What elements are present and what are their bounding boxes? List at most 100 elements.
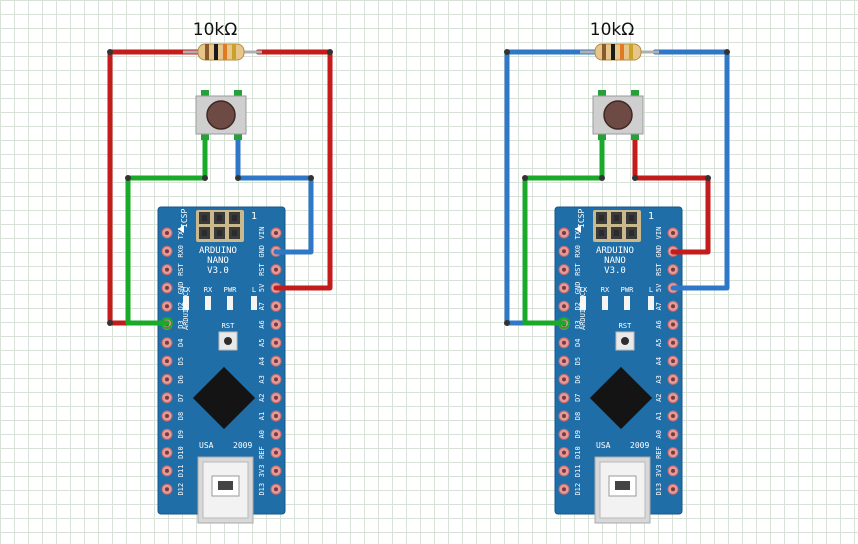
pin-label-right: REF xyxy=(655,446,663,459)
pin-label-left: D3 xyxy=(574,320,582,328)
d3-connection xyxy=(558,317,570,329)
wire-bend xyxy=(308,175,314,181)
icsp-label: ICSP xyxy=(577,209,586,228)
pin-label-left: D11 xyxy=(177,465,185,478)
icsp-pin-hole xyxy=(217,215,222,221)
pin-label-right: VIN xyxy=(258,227,266,240)
pin-label-left: D11 xyxy=(574,465,582,478)
pin-hole xyxy=(274,304,278,309)
pin-label-left: GND xyxy=(177,282,185,295)
pin-label-right: A2 xyxy=(258,393,266,401)
led-label: PWR xyxy=(224,286,237,294)
pin-label-right: A1 xyxy=(258,412,266,420)
resistor-label: 10kΩ xyxy=(590,20,634,40)
board-version: V3.0 xyxy=(207,266,229,276)
reset-button-cap xyxy=(224,337,232,345)
led-pwr xyxy=(624,296,630,310)
pin-label-left: D10 xyxy=(574,446,582,459)
pin-label-left: D5 xyxy=(177,357,185,365)
pin-hole xyxy=(671,322,675,327)
pin-hole xyxy=(562,285,566,290)
pin-hole xyxy=(671,340,675,345)
wire-bend xyxy=(504,49,510,55)
wire-bend xyxy=(125,175,131,181)
led-tx xyxy=(183,296,189,310)
pin-hole xyxy=(562,249,566,254)
pin-label-right: RST xyxy=(655,262,663,275)
icsp-pin-hole xyxy=(629,230,634,236)
pin-hole xyxy=(165,267,169,272)
resistor: 10kΩ xyxy=(580,20,659,61)
pin-hole xyxy=(671,304,675,309)
pin-label-left: D12 xyxy=(574,483,582,496)
pin-label-right: A5 xyxy=(655,339,663,347)
icsp-pin-hole xyxy=(599,230,604,236)
pin-hole xyxy=(165,377,169,382)
pin-hole xyxy=(562,450,566,455)
icsp-pin-hole xyxy=(629,215,634,221)
pin-label-right: 5V xyxy=(258,283,266,292)
pin-hole xyxy=(274,468,278,473)
wire-bend xyxy=(202,175,208,181)
resistor: 10kΩ xyxy=(183,20,262,61)
led-label: RX xyxy=(601,286,610,294)
pin-label-left: RX0 xyxy=(574,245,582,258)
pin-hole xyxy=(165,414,169,418)
wire-resistor-to-5v xyxy=(255,49,333,291)
pin-hole xyxy=(562,377,566,382)
wire-bend xyxy=(724,49,730,55)
pin-hole xyxy=(671,231,675,235)
pin-hole xyxy=(165,487,169,492)
icsp-pin1-label: 1 xyxy=(251,211,257,222)
led-label: L xyxy=(252,286,256,294)
pin-label-left: D5 xyxy=(574,357,582,365)
pin-label-left: D8 xyxy=(177,412,185,420)
pin-label-right: A4 xyxy=(655,357,663,365)
wire-bend xyxy=(107,320,113,326)
reset-label: RST xyxy=(222,322,235,330)
usb-tongue xyxy=(218,481,233,490)
pin-hole xyxy=(165,340,169,345)
icsp-marker xyxy=(178,225,184,233)
pin-hole xyxy=(562,267,566,272)
pin-hole xyxy=(562,432,566,437)
wire-resistor-to-5v xyxy=(652,49,730,291)
pin-label-right: GND xyxy=(655,245,663,258)
pin-hole xyxy=(671,432,675,437)
pin-label-left: D4 xyxy=(574,339,582,347)
board-brand: ARDUINO.CC xyxy=(579,288,587,330)
pin-label-left: D2 xyxy=(177,302,185,310)
resistor-band xyxy=(214,44,218,60)
pin-hole xyxy=(274,322,278,327)
pin-label-left: D2 xyxy=(574,302,582,310)
led-label: RX xyxy=(204,286,213,294)
pin-label-left: D9 xyxy=(574,430,582,438)
pin-label-left: RST xyxy=(177,262,185,275)
led-label: PWR xyxy=(621,286,634,294)
board-name-line1: ARDUINO xyxy=(596,246,634,256)
icsp-pin-hole xyxy=(232,230,237,236)
pin-hole xyxy=(671,414,675,418)
resistor-band xyxy=(205,44,209,60)
pin-hole xyxy=(274,340,278,345)
pin-hole xyxy=(562,304,566,309)
pin-label-right: A6 xyxy=(655,320,663,328)
pin-hole xyxy=(671,377,675,382)
resistor-band xyxy=(232,44,236,60)
reset-button-cap xyxy=(621,337,629,345)
push-button xyxy=(195,90,247,140)
board-year: 2009 xyxy=(233,441,252,450)
resistor-body xyxy=(197,43,245,61)
pin-label-right: A6 xyxy=(258,320,266,328)
board-name-line1: ARDUINO xyxy=(199,246,237,256)
pin-label-left: RST xyxy=(574,262,582,275)
button-leg xyxy=(234,90,242,96)
wire-bend xyxy=(632,175,638,181)
pin-hole xyxy=(274,267,278,272)
pin-label-right: VIN xyxy=(655,227,663,240)
pin-hole xyxy=(671,450,675,455)
pin-label-right: A3 xyxy=(258,375,266,383)
pin-label-right: A5 xyxy=(258,339,266,347)
